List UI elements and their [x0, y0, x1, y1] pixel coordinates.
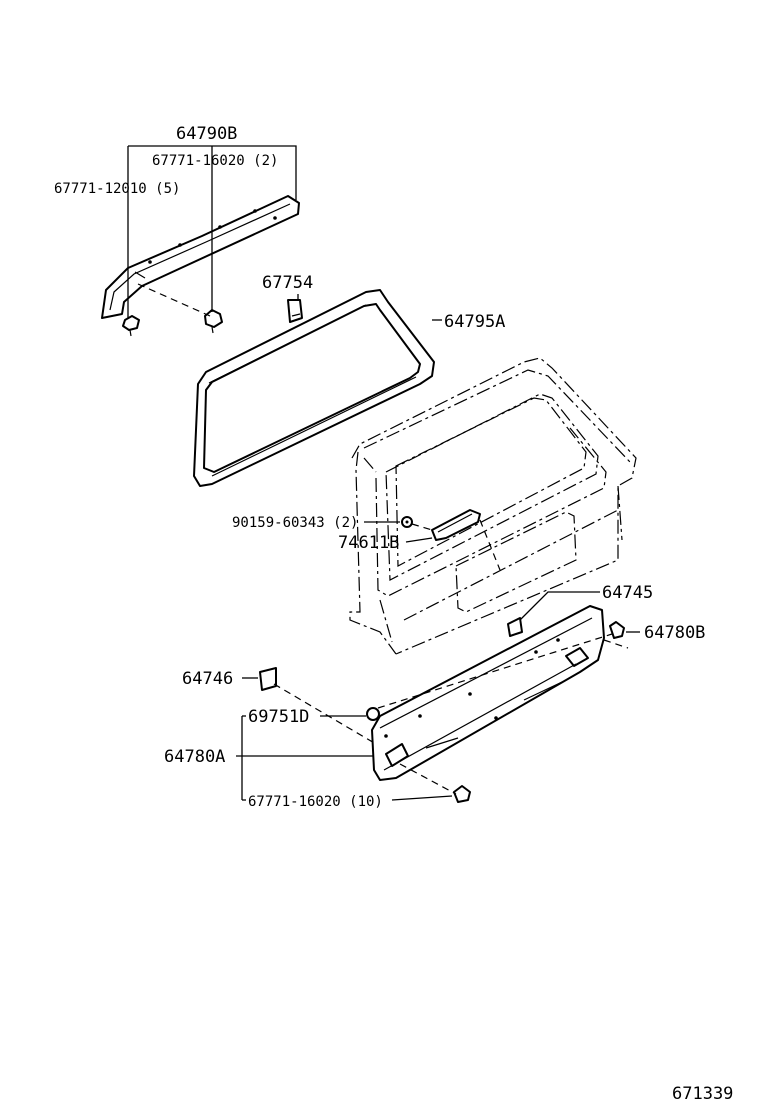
label-64790B: 64790B	[176, 124, 237, 144]
label-67771-12010-5: 67771-12010 (5)	[54, 181, 180, 197]
clip-64746	[259, 667, 277, 691]
clip-67771-16020-upper	[204, 309, 223, 334]
label-74611B: 74611B	[338, 533, 399, 553]
fastener-69751D	[366, 707, 380, 721]
label-64795A: 64795A	[444, 312, 505, 332]
screw-90159-60343	[401, 516, 413, 528]
weatherstrip-64795A	[193, 289, 435, 487]
handle-74611B	[431, 509, 481, 541]
label-67754: 67754	[262, 273, 313, 293]
label-64745: 64745	[602, 583, 653, 603]
clip-67754	[287, 299, 303, 323]
lower-trim-board-64780A	[371, 605, 605, 781]
clip-64780B	[609, 621, 625, 639]
label-67771-16020-10: 67771-16020 (10)	[248, 794, 383, 810]
diagram-number: 671339	[672, 1084, 733, 1104]
label-64780B: 64780B	[644, 623, 705, 643]
clip-67771-16020-lower	[453, 785, 471, 803]
clip-67771-12010	[122, 315, 140, 337]
bracket-64745	[507, 617, 523, 637]
label-64780A: 64780A	[164, 747, 225, 767]
label-64746: 64746	[182, 669, 233, 689]
back-door-body	[349, 357, 637, 655]
label-69751D: 69751D	[248, 707, 309, 727]
label-67771-16020-2: 67771-16020 (2)	[152, 153, 278, 169]
leader-lines	[127, 145, 640, 801]
upper-trim-panel-64790B	[101, 195, 300, 319]
label-90159-60343-2: 90159-60343 (2)	[232, 515, 358, 531]
